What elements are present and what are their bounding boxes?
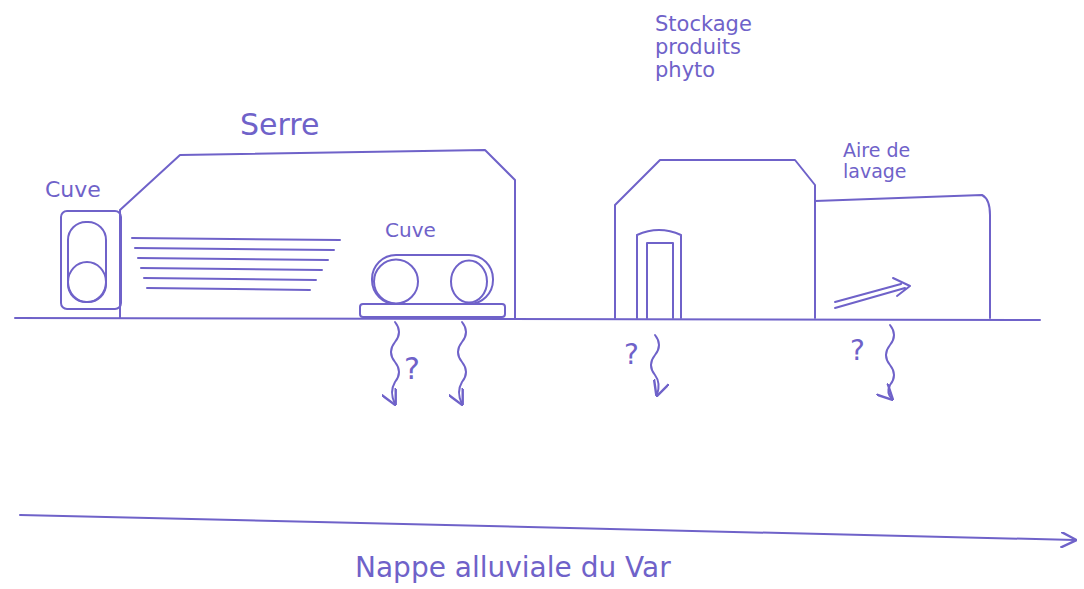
- node-label: Stockage produits phyto: [655, 13, 805, 82]
- washing-area: Aire de lavage: [815, 195, 990, 318]
- node-label: Serre: [240, 108, 360, 141]
- question-mark: ?: [850, 336, 865, 367]
- node-outline: [60, 210, 122, 310]
- question-mark: ?: [404, 352, 420, 385]
- node-outline: [120, 150, 515, 318]
- infiltration-arrow: [651, 335, 659, 395]
- tank-box: Cuve: [60, 210, 122, 310]
- node-outline: [815, 195, 990, 318]
- aquifer-label: Nappe alluviale du Var: [355, 553, 671, 584]
- aquifer-flow-arrow: [20, 515, 1075, 540]
- infiltration-arrow: [391, 322, 399, 404]
- node-outline: [615, 155, 815, 318]
- infiltration-arrow: [458, 322, 466, 404]
- node-label: Aire de lavage: [843, 140, 953, 182]
- ground-line: [15, 318, 1040, 320]
- question-mark: ?: [624, 340, 639, 371]
- node-label: Cuve: [45, 178, 135, 202]
- storage-building: Stockage produits phyto: [615, 155, 815, 318]
- node-outline: [360, 245, 505, 318]
- infiltration-arrow: [886, 325, 894, 399]
- greenhouse-building: CuveSerre: [120, 150, 515, 318]
- node-label: Cuve: [385, 219, 475, 241]
- tank-box: Cuve: [360, 245, 505, 318]
